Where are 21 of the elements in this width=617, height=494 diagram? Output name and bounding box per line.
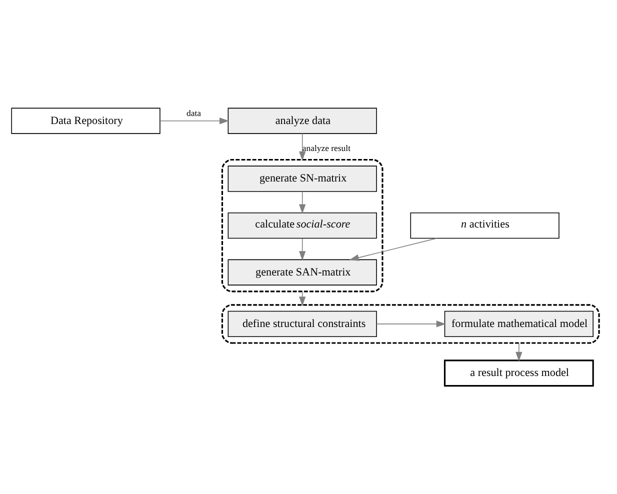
edge-label: data xyxy=(186,108,202,118)
node-box: generate SN-matrix xyxy=(228,166,377,192)
node-box: analyze data xyxy=(228,108,377,134)
arrow xyxy=(299,133,306,161)
node-box: n activities xyxy=(410,212,560,239)
node-box: define structural constraints xyxy=(228,310,377,338)
cluster xyxy=(221,158,384,292)
node-box: Data Repository xyxy=(11,108,160,134)
node-box: a result process model xyxy=(444,360,594,387)
arrow xyxy=(299,191,306,214)
arrow xyxy=(376,320,446,328)
arrow xyxy=(349,238,438,261)
node-box: generate SAN-matrix xyxy=(228,259,377,286)
cluster xyxy=(221,304,600,344)
arrow xyxy=(516,342,522,362)
node-box: calculate social-score xyxy=(228,212,377,239)
arrow xyxy=(299,291,306,306)
arrow xyxy=(160,118,230,124)
arrow xyxy=(299,238,306,261)
node-box: formulate mathematical model xyxy=(444,310,594,338)
edge-label: analyze result xyxy=(302,142,351,153)
